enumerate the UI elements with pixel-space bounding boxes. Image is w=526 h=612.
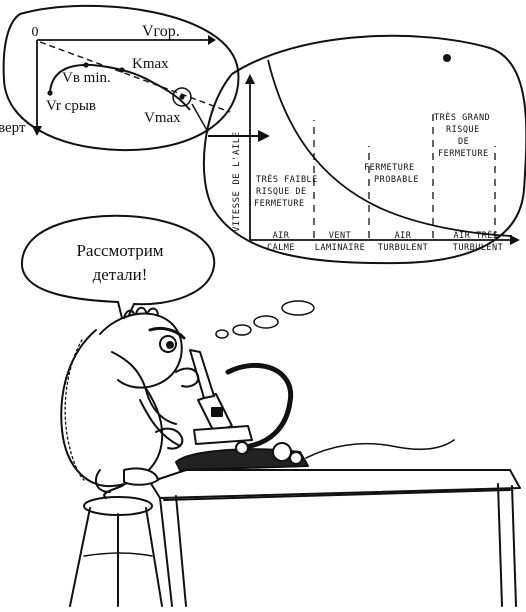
svg-text:RISQUE: RISQUE xyxy=(446,125,480,135)
x-category-2-line1: VENT xyxy=(329,231,351,241)
zone-probable-text: FERMETURE PROBABLE xyxy=(364,163,419,185)
risk-chart: VITESSE DE L'AILE TRÈS FAIBLE RISQUE DE … xyxy=(202,34,526,265)
label-vert: верт xyxy=(0,120,26,136)
decorative-dot xyxy=(443,54,451,62)
label-vb-min: Vв min. xyxy=(62,70,111,86)
speech-bubble: Рассмотрим детали! xyxy=(20,214,216,330)
label-vmax: Vmax xyxy=(144,110,181,126)
svg-text:RISQUE DE: RISQUE DE xyxy=(256,187,307,197)
label-vr-sryv: Vr срыв xyxy=(46,98,96,114)
x-category-labels: AIR CALME VENT LAMINAIRE AIR TURBULENT A… xyxy=(267,229,503,253)
point-vmax xyxy=(179,94,185,100)
point-vb-min xyxy=(83,62,89,68)
polar-origin-label: 0 xyxy=(32,25,39,40)
polar-tangent-line xyxy=(39,41,231,113)
scientist-body xyxy=(60,306,200,493)
vmax-marker-circle xyxy=(172,87,192,107)
svg-text:FERMETURE: FERMETURE xyxy=(254,199,305,209)
microscope xyxy=(175,349,309,471)
x-category-3-line1: AIR xyxy=(395,231,412,241)
table xyxy=(149,469,521,607)
polar-inset: 0 Vгор. Kmax Vв min. Vr срыв Vmax верт xyxy=(0,4,240,152)
svg-text:FERMETURE: FERMETURE xyxy=(438,149,489,159)
scientist-illustration xyxy=(60,306,521,607)
polar-inset-frame xyxy=(2,4,240,152)
x-category-2-line2: LAMINAIRE xyxy=(315,243,366,253)
risk-chart-frame xyxy=(202,34,526,265)
risk-curve xyxy=(267,59,513,237)
label-kmax: Kmax xyxy=(132,56,169,72)
svg-text:TRÈS FAIBLE: TRÈS FAIBLE xyxy=(256,173,318,185)
svg-text:PROBABLE: PROBABLE xyxy=(374,175,419,185)
speech-line-2: детали! xyxy=(93,265,148,284)
x-category-4-line2: TURBULENT xyxy=(453,243,504,253)
zone-high-risk-text: TRÈS GRAND RISQUE DE FERMETURE xyxy=(434,111,490,159)
risk-y-arrow xyxy=(245,74,255,84)
x-category-4-line1: AIR TRÈS xyxy=(454,229,499,241)
risk-y-axis-label: VITESSE DE L'AILE xyxy=(232,131,242,232)
x-category-3-line2: TURBULENT xyxy=(378,243,429,253)
x-category-1-line2: CALME xyxy=(267,243,295,253)
polar-x-axis-label: Vгор. xyxy=(142,23,180,40)
risk-x-arrow xyxy=(510,235,520,245)
connector-arrow xyxy=(191,103,270,142)
point-vr-sryv xyxy=(47,90,53,96)
zone-low-risk-text: TRÈS FAIBLE RISQUE DE FERMETURE xyxy=(254,173,318,209)
polar-x-arrow xyxy=(208,35,216,45)
x-category-1-line1: AIR xyxy=(273,231,290,241)
svg-text:DE: DE xyxy=(458,137,469,147)
polar-y-arrow xyxy=(32,126,42,136)
speech-line-1: Рассмотрим xyxy=(76,241,163,260)
svg-text:FERMETURE: FERMETURE xyxy=(364,163,415,173)
svg-text:TRÈS GRAND: TRÈS GRAND xyxy=(434,111,490,123)
thought-bubbles xyxy=(215,300,315,339)
point-kmax xyxy=(119,67,125,73)
microscope-cable xyxy=(305,439,455,459)
